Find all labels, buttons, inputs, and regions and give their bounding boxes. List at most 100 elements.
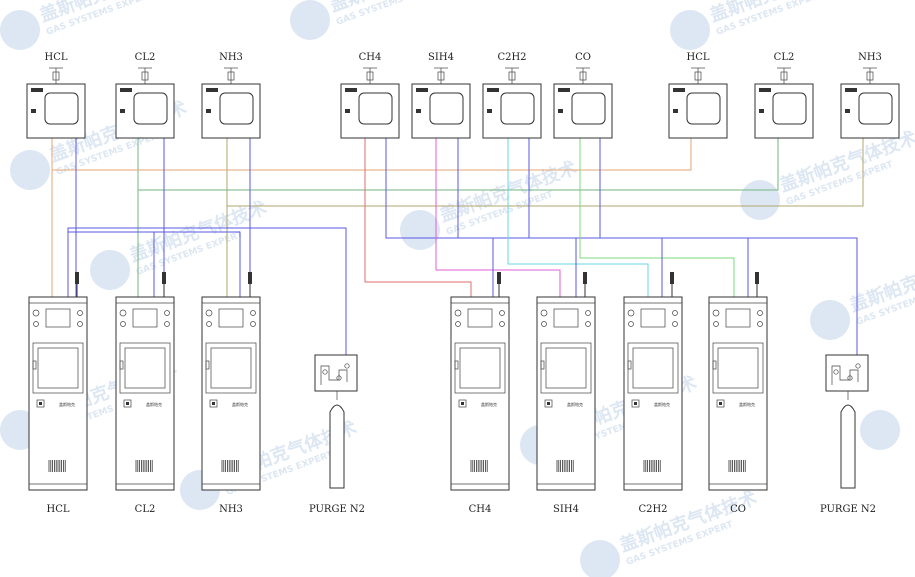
- cabinet-body: [115, 296, 175, 491]
- cabinet-screen: [45, 308, 71, 328]
- cabinet-body: [708, 296, 768, 491]
- cabinet-brand: 盖斯帕克: [654, 401, 670, 407]
- watermark-logo: [860, 410, 900, 450]
- detector-label: C2H2: [497, 52, 526, 63]
- gas-detector: [754, 67, 814, 139]
- gas-detector: [482, 67, 542, 139]
- detector-display: [44, 92, 79, 125]
- detector-label: HCL: [686, 52, 709, 63]
- purge-manifold: [825, 354, 869, 392]
- signal-line-co: [579, 138, 735, 297]
- cabinet-window: [545, 347, 587, 389]
- gas-detector: [201, 67, 261, 139]
- cabinet-window: [717, 347, 759, 389]
- signal-line-nh3-2: [227, 138, 864, 207]
- detector-label: SIH4: [428, 52, 454, 63]
- detector-label: HCL: [44, 52, 67, 63]
- detector-label: CH4: [359, 52, 382, 63]
- cabinet-screen: [218, 308, 244, 328]
- cabinet-screen: [467, 308, 493, 328]
- gas-cabinet: 盖斯帕克: [708, 272, 768, 491]
- cabinet-window: [210, 347, 252, 389]
- detector-display: [133, 92, 168, 125]
- cabinet-window: [632, 347, 674, 389]
- watermark-logo: 盖斯帕克气体技术 GAS SYSTEMS EXPERT: [670, 0, 850, 50]
- watermark-logo: 盖斯帕克气体技术 GAS SYSTEMS EXPERT: [400, 157, 580, 250]
- bus-line: [385, 138, 858, 356]
- watermark-logo: 盖斯帕克气体技术 GAS SYSTEMS EXPERT: [290, 0, 470, 40]
- detector-display: [772, 92, 807, 125]
- cabinet-body: [536, 296, 596, 491]
- cabinet-label: HCL: [46, 504, 69, 515]
- detector-display: [858, 92, 893, 125]
- cabinet-brand: 盖斯帕克: [567, 401, 583, 407]
- signal-line-cl2-2: [138, 138, 779, 191]
- signal-lines: [51, 138, 864, 356]
- detector-display: [571, 92, 606, 125]
- cabinet-screen: [132, 308, 158, 328]
- watermark-logo: GP 盖斯帕克气体技术 GAS SYSTEMS EXPERT: [0, 0, 180, 50]
- detector-display: [500, 92, 535, 125]
- cabinet-screen: [640, 308, 666, 328]
- purge-panels: [314, 354, 869, 489]
- cabinet-window: [37, 347, 79, 389]
- gas-detector: [115, 67, 175, 139]
- detector-label: CO: [575, 52, 591, 63]
- gas-detectors: [26, 67, 900, 139]
- signal-line-c2h2: [507, 138, 649, 297]
- purge-manifold: [314, 354, 358, 392]
- bus-line: [67, 227, 347, 356]
- watermark-logo: 盖斯帕克气体技术 GAS SYSTEMS EXPERT: [580, 487, 760, 577]
- detector-label: NH3: [219, 52, 243, 63]
- cabinet-label: CO: [730, 504, 746, 515]
- gas-cabinet: 盖斯帕克: [450, 272, 510, 491]
- purge-label: PURGE N2: [309, 504, 365, 515]
- n2-cylinder: [840, 404, 856, 489]
- gas-detector: [553, 67, 613, 139]
- signal-line-sih4: [435, 138, 561, 297]
- cabinet-brand: 盖斯帕克: [232, 401, 248, 407]
- signal-line-ch4: [364, 138, 472, 297]
- cabinet-label: C2H2: [638, 504, 667, 515]
- cabinet-body: [450, 296, 510, 491]
- cabinet-screen: [553, 308, 579, 328]
- cabinet-body: [28, 296, 88, 491]
- cabinet-screen: [725, 308, 751, 328]
- gas-cabinet: 盖斯帕克: [536, 272, 596, 491]
- detector-label: CL2: [135, 52, 156, 63]
- detector-display: [686, 92, 721, 125]
- cabinet-label: CL2: [135, 504, 156, 515]
- gas-cabinet: 盖斯帕克: [201, 272, 261, 491]
- cabinet-brand: 盖斯帕克: [739, 401, 755, 407]
- watermark-logo: 盖斯帕克气体技术 GAS SYSTEMS EXPERT: [810, 247, 915, 340]
- detector-display: [358, 92, 393, 125]
- cabinet-window: [459, 347, 501, 389]
- detector-label: NH3: [858, 52, 882, 63]
- cabinet-label: SIH4: [553, 504, 579, 515]
- n2-cylinder: [329, 404, 345, 489]
- gas-detector: [840, 67, 900, 139]
- watermark-logo: 盖斯帕克气体技术 GAS SYSTEMS EXPERT: [740, 127, 915, 220]
- purge-label: PURGE N2: [820, 504, 876, 515]
- gas-detector: [340, 67, 400, 139]
- cabinet-body: [201, 296, 261, 491]
- cabinet-brand: 盖斯帕克: [59, 401, 75, 407]
- cabinet-brand: 盖斯帕克: [146, 401, 162, 407]
- detector-label: CL2: [774, 52, 795, 63]
- detector-display: [219, 92, 254, 125]
- cabinet-label: CH4: [469, 504, 492, 515]
- gas-detector: [411, 67, 471, 139]
- gas-cabinet: 盖斯帕克: [28, 272, 88, 491]
- cabinet-body: [623, 296, 683, 491]
- cabinet-window: [124, 347, 166, 389]
- cabinet-label: NH3: [219, 504, 243, 515]
- cabinet-brand: 盖斯帕克: [481, 401, 497, 407]
- gas-detector: [26, 67, 86, 139]
- purge-n2-panel: [825, 354, 869, 489]
- gas-cabinets: 盖斯帕克 盖斯帕克 盖斯帕克 盖斯帕克 盖斯帕克 盖斯帕克 盖斯帕克: [28, 272, 768, 491]
- signal-line-hcl-2: [52, 138, 692, 171]
- gas-cabinet: 盖斯帕克: [115, 272, 175, 491]
- watermark-logo: 盖斯帕克气体技术 GAS SYSTEMS EXPERT: [90, 197, 270, 290]
